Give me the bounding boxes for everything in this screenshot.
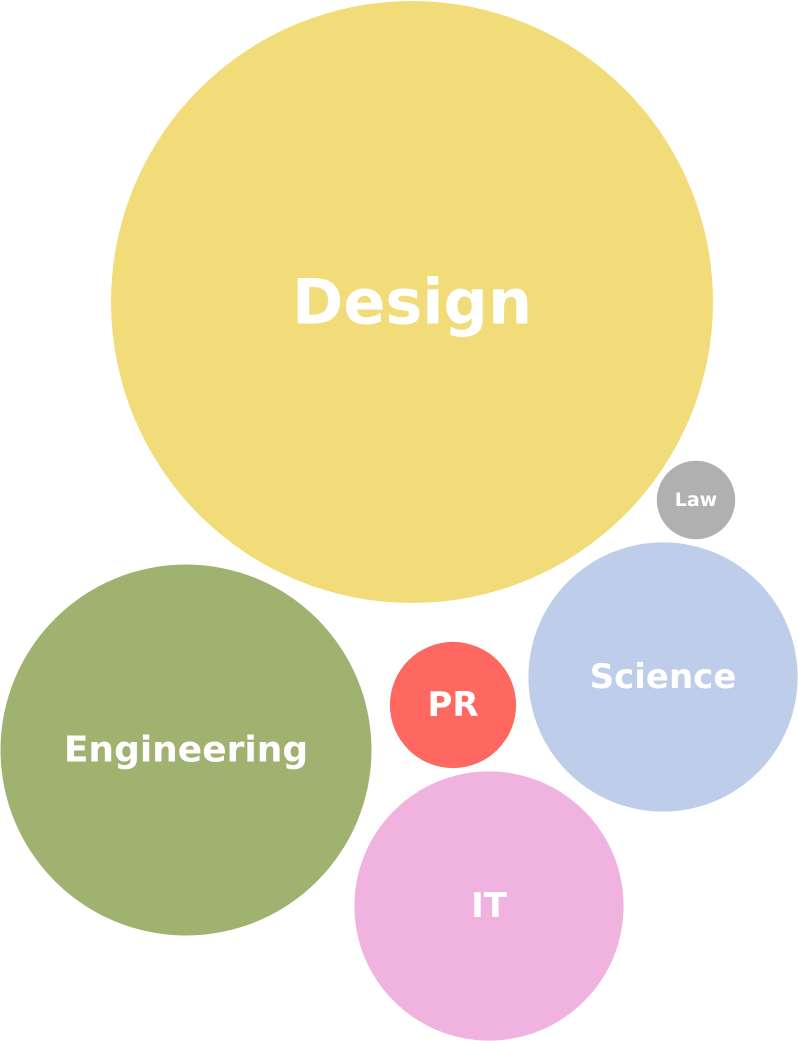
- bubble-law[interactable]: Law: [656, 460, 736, 540]
- bubble-design-circle[interactable]: [111, 1, 713, 603]
- bubble-pr-circle[interactable]: [389, 641, 517, 769]
- bubble-science-label: Science: [590, 657, 737, 697]
- bubble-science[interactable]: Science: [528, 542, 798, 812]
- bubble-design[interactable]: Design: [111, 1, 713, 603]
- bubble-engineering[interactable]: Engineering: [0, 564, 372, 936]
- bubble-it-circle[interactable]: [354, 771, 624, 1041]
- bubble-law-circle[interactable]: [656, 460, 736, 540]
- bubble-pr[interactable]: PR: [389, 641, 517, 769]
- bubble-design-label: Design: [292, 266, 532, 339]
- bubble-engineering-circle[interactable]: [0, 564, 372, 936]
- bubble-it[interactable]: IT: [354, 771, 624, 1041]
- bubble-pr-label: PR: [427, 685, 478, 725]
- bubble-it-label: IT: [471, 886, 508, 926]
- bubble-engineering-label: Engineering: [64, 730, 308, 771]
- bubble-law-label: Law: [675, 489, 717, 511]
- bubble-science-circle[interactable]: [528, 542, 798, 812]
